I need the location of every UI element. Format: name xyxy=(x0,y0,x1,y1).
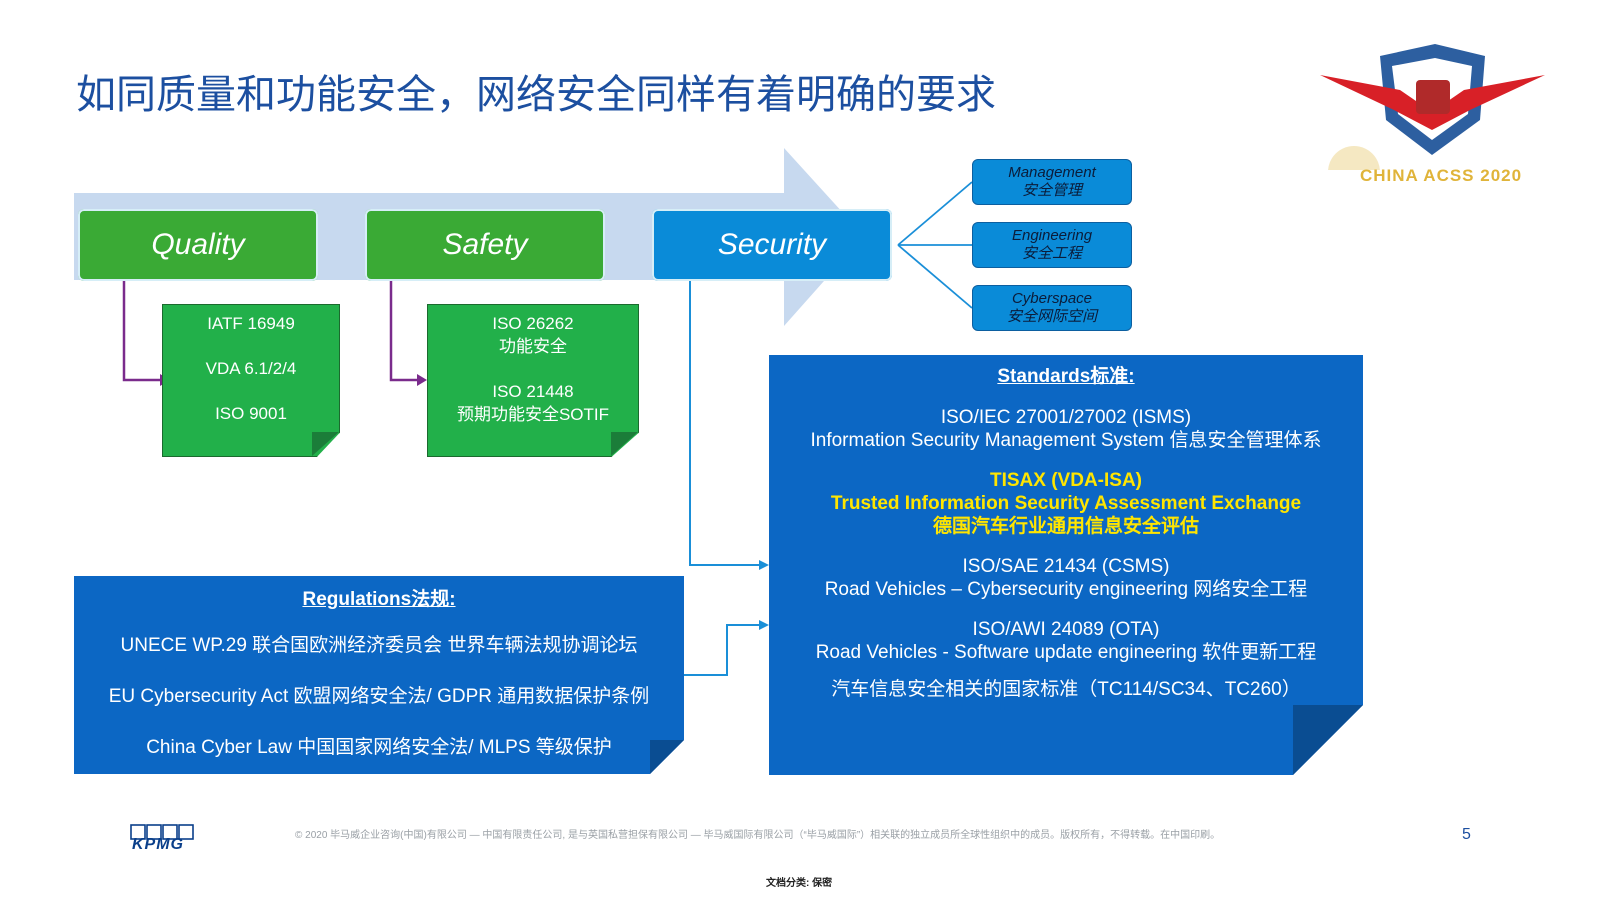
regulations-box: Regulations法规: UNECE WP.29 联合国欧洲经济委员会 世界… xyxy=(74,576,684,774)
note-line: 功能安全 xyxy=(499,337,567,356)
pillar-label: Security xyxy=(717,228,827,261)
tag-management: Management 安全管理 xyxy=(972,159,1132,205)
pillar-security: Security xyxy=(652,209,892,281)
pillar-quality: Quality xyxy=(78,209,318,281)
page-number: 5 xyxy=(1462,826,1471,843)
standards-header: Standards标准: xyxy=(997,366,1135,387)
regulation-line: China Cyber Law 中国国家网络安全法/ MLPS 等级保护 xyxy=(146,737,612,758)
note-line: IATF 16949 xyxy=(207,314,295,333)
document-classification: 文档分类: 保密 xyxy=(766,878,833,889)
page-title: 如同质量和功能安全，网络安全同样有着明确的要求 xyxy=(76,72,996,118)
pillar-safety: Safety xyxy=(365,209,605,281)
note-line: ISO 26262 xyxy=(492,314,574,333)
regulation-line: EU Cybersecurity Act 欧盟网络安全法/ GDPR 通用数据保… xyxy=(108,686,650,707)
standard-line: ISO/AWI 24089 (OTA) xyxy=(972,619,1160,640)
standard-line: ISO/SAE 21434 (CSMS) xyxy=(962,556,1170,577)
standard-line-highlight: 德国汽车行业通用信息安全评估 xyxy=(932,516,1199,537)
standard-line: Information Security Management System 信… xyxy=(810,430,1322,451)
safety-standards-note: ISO 26262 功能安全 ISO 21448 预期功能安全SOTIF xyxy=(427,304,639,457)
kpmg-boxes-icon xyxy=(130,824,194,840)
note-line: ISO 21448 xyxy=(492,382,574,401)
standard-line-highlight: TISAX (VDA-ISA) xyxy=(990,470,1142,491)
standard-line: 汽车信息安全相关的国家标准（TC114/SC34、TC260） xyxy=(831,679,1301,700)
quality-standards-note: IATF 16949 VDA 6.1/2/4 ISO 9001 xyxy=(162,304,340,457)
event-logo-text: CHINA ACSS 2020 xyxy=(1360,166,1523,185)
standard-line-highlight: Trusted Information Security Assessment … xyxy=(830,493,1302,514)
tag-zh: 安全工程 xyxy=(1021,245,1082,262)
standards-box: Standards标准: ISO/IEC 27001/27002 (ISMS) … xyxy=(769,355,1363,775)
tag-cyberspace: Cyberspace 安全网际空间 xyxy=(972,285,1132,331)
note-line: ISO 9001 xyxy=(215,404,287,423)
standard-line: ISO/IEC 27001/27002 (ISMS) xyxy=(940,407,1192,428)
tag-zh: 安全管理 xyxy=(1021,182,1082,199)
tag-en: Cyberspace xyxy=(1011,290,1093,307)
note-line: VDA 6.1/2/4 xyxy=(205,359,297,378)
kpmg-logo: KPMG xyxy=(130,824,196,859)
copyright-footer: © 2020 毕马威企业咨询(中国)有限公司 — 中国有限责任公司, 是与英国私… xyxy=(295,830,1221,841)
kpmg-wordmark: KPMG xyxy=(132,836,184,853)
pillar-label: Safety xyxy=(442,228,528,261)
note-line: 预期功能安全SOTIF xyxy=(456,405,610,424)
tag-en: Engineering xyxy=(1011,227,1093,244)
tag-engineering: Engineering 安全工程 xyxy=(972,222,1132,268)
tag-zh: 安全网际空间 xyxy=(1006,308,1097,325)
standard-line: Road Vehicles – Cybersecurity engineerin… xyxy=(824,579,1308,600)
standard-line: Road Vehicles - Software update engineer… xyxy=(815,642,1317,663)
pillar-label: Quality xyxy=(151,228,245,261)
regulations-header: Regulations法规: xyxy=(302,589,456,610)
regulation-line: UNECE WP.29 联合国欧洲经济委员会 世界车辆法规协调论坛 xyxy=(120,635,638,656)
china-acss-logo xyxy=(1320,44,1545,170)
tag-en: Management xyxy=(1008,164,1096,181)
